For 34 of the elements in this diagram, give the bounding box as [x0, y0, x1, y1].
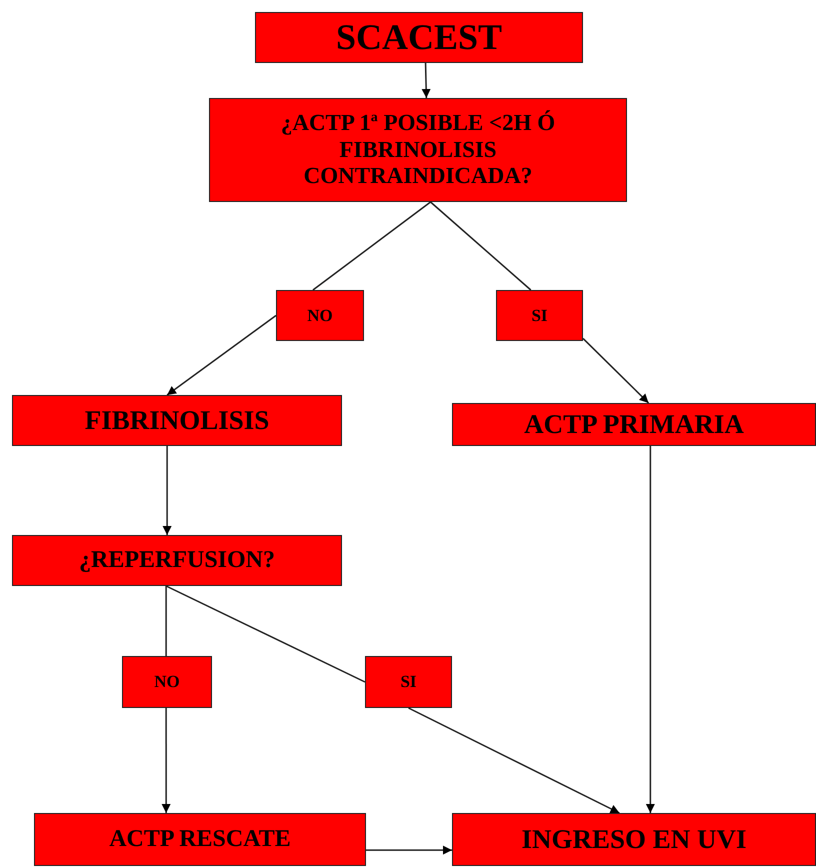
node-text: NO: [154, 672, 180, 692]
arrow: [366, 846, 452, 855]
arrow: [422, 62, 431, 98]
process-box: [12, 395, 342, 446]
arrow: [162, 708, 171, 813]
process-box: [34, 813, 366, 866]
arrow: [646, 446, 655, 813]
process-box: [452, 403, 816, 446]
decision-box: [12, 535, 342, 586]
end-box: [452, 813, 816, 866]
node-text: ACTP PRIMARIA: [524, 408, 744, 440]
start-box: [255, 12, 583, 63]
arrow: [408, 707, 620, 814]
node-text: ¿ACTP 1ª POSIBLE <2H Ó FIBRINOLISIS CONTRAINDICADA?: [280, 110, 556, 190]
node-text: ¿REPERFUSION?: [78, 546, 276, 574]
branch-label-box: [496, 290, 583, 341]
arrow: [166, 314, 276, 396]
node-text: ACTP RESCATE: [109, 826, 291, 854]
node-text: NO: [307, 306, 333, 326]
node-text: SCACEST: [336, 16, 502, 58]
branch-label-box: [276, 290, 364, 341]
node-text: FIBRINOLISIS: [84, 404, 270, 436]
node-text: INGRESO EN UVI: [521, 824, 747, 856]
arrow: [582, 338, 650, 404]
node-text: SI: [531, 306, 548, 326]
branch-label-box: [365, 656, 452, 708]
connector-line: [430, 201, 532, 291]
connector-line: [165, 586, 167, 656]
node-text: SI: [400, 672, 417, 692]
decision-box: [209, 98, 627, 202]
connector-line: [312, 201, 431, 291]
connector-line: [166, 585, 366, 683]
arrow: [162, 446, 172, 535]
branch-label-box: [122, 656, 212, 708]
